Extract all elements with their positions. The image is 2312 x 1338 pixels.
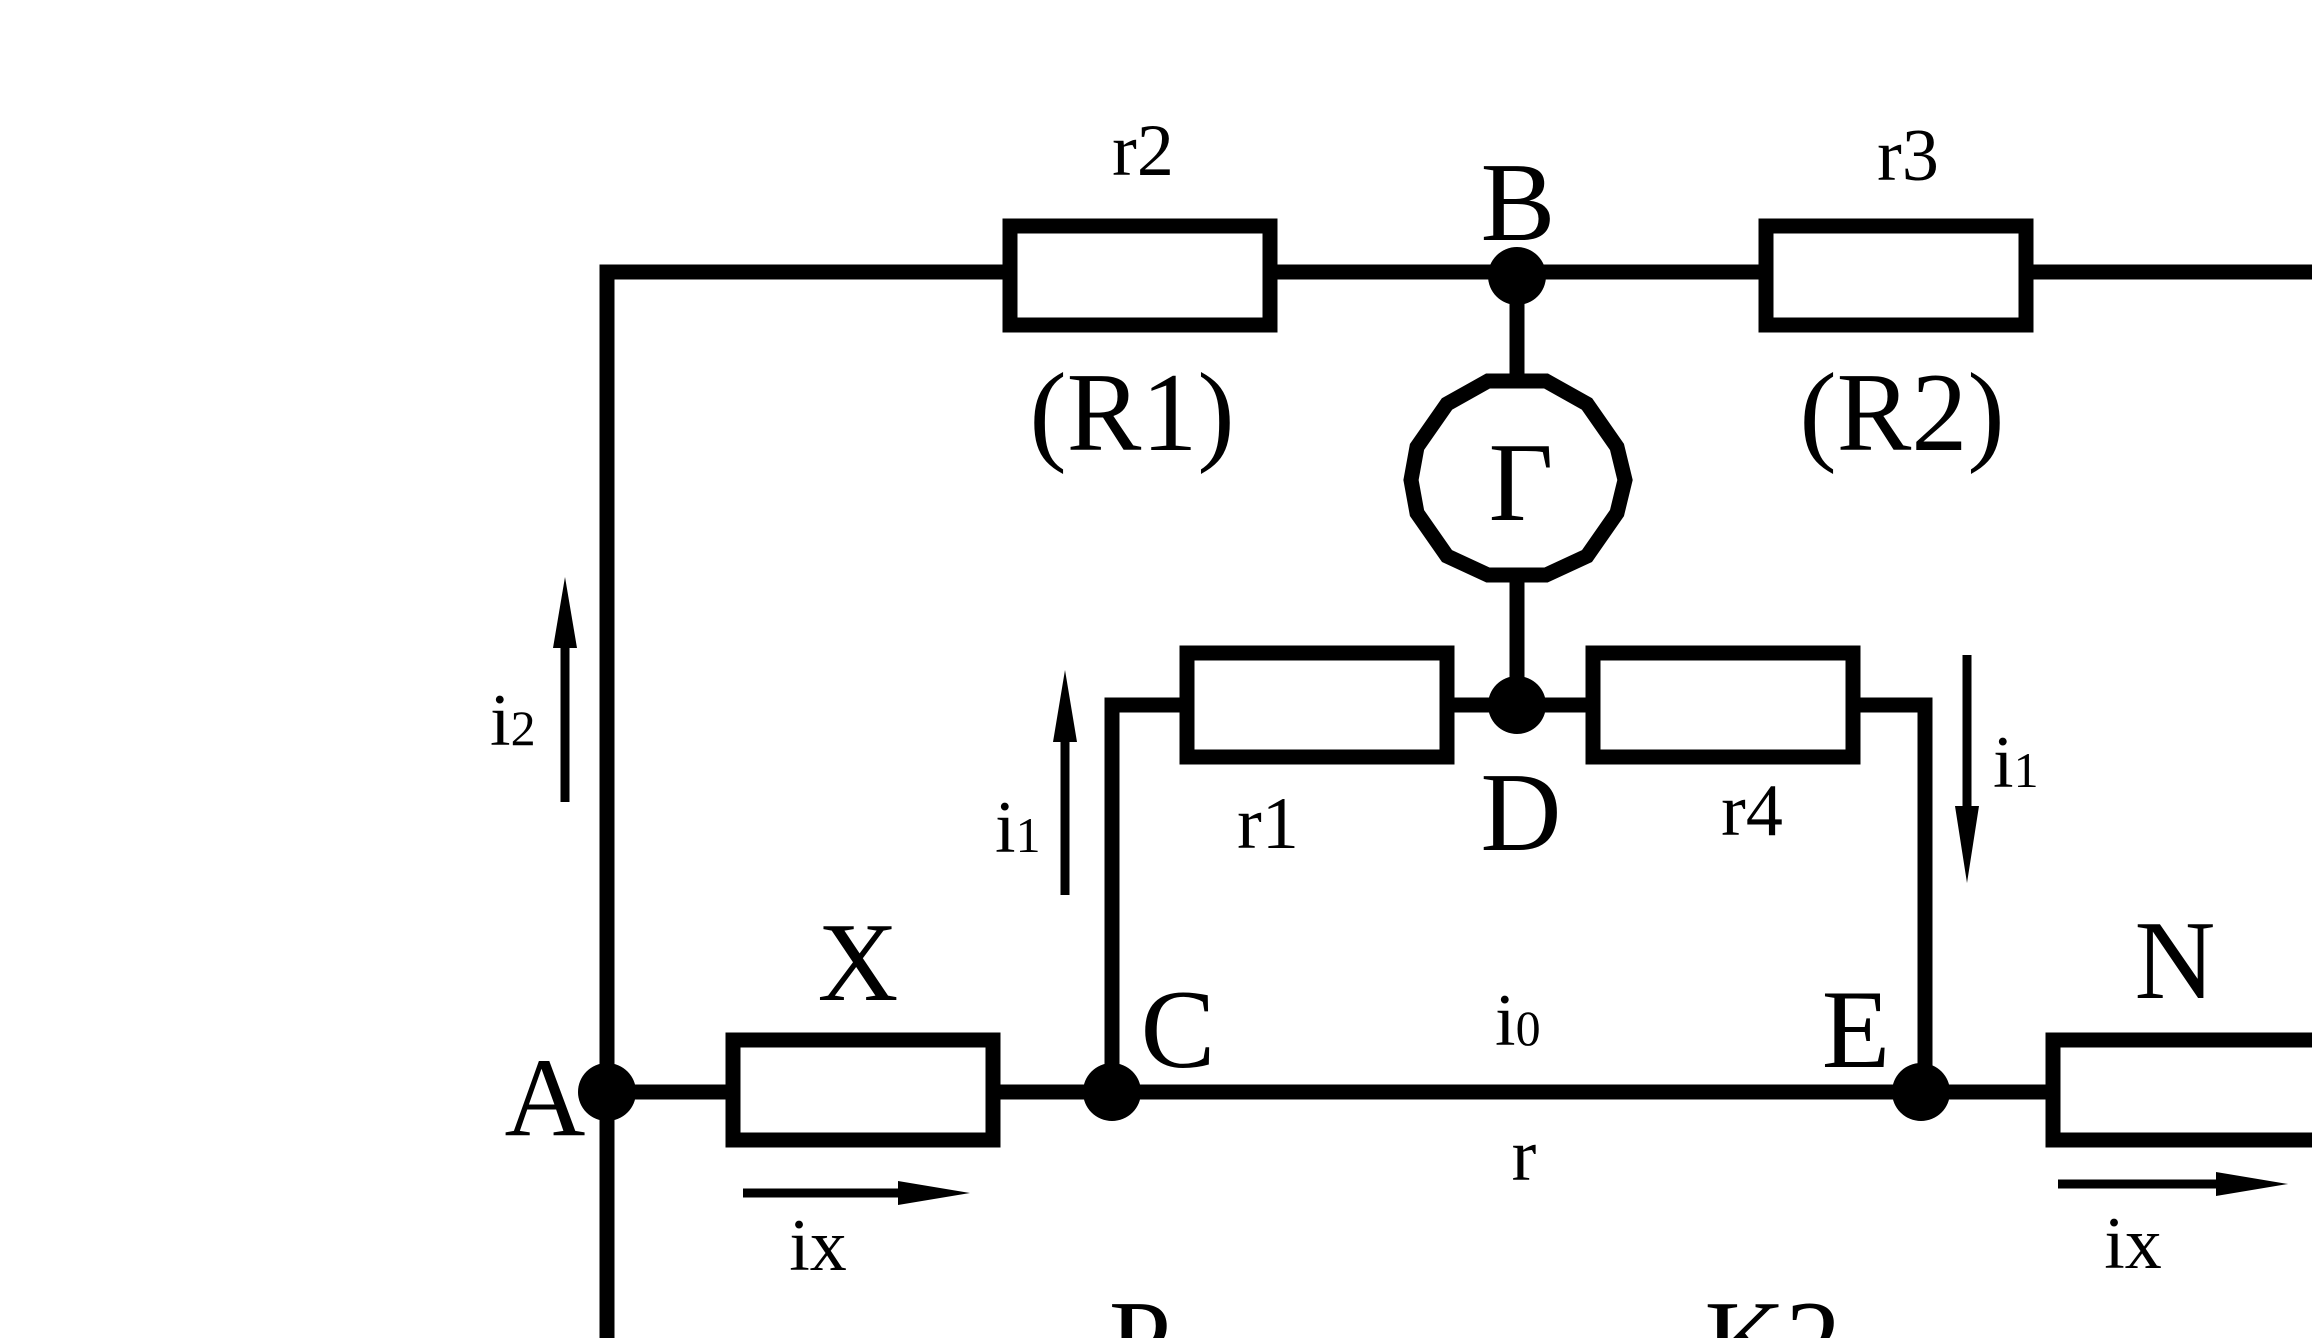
resistors — [725, 218, 2312, 1148]
label-node-c: C — [1141, 968, 1216, 1092]
label-i0: i0 — [1495, 980, 1541, 1062]
label-r: r — [1512, 1115, 1537, 1197]
current-labels: i2 i1 i1 i0 ix ix — [490, 680, 2162, 1287]
node-b-dot — [1488, 247, 1546, 305]
arrow-i2-up-icon — [553, 577, 577, 802]
label-n: N — [2135, 899, 2216, 1023]
resistor-r1 — [1179, 645, 1455, 765]
arrow-i1-left-up-icon — [1053, 670, 1077, 895]
label-r3: r3 — [1877, 115, 1939, 197]
current-arrows — [553, 577, 2288, 1205]
label-k2: K2 — [1705, 1279, 1842, 1338]
label-node-d: D — [1481, 751, 1562, 875]
resistor-r3 — [1758, 218, 2034, 333]
node-a-dot — [578, 1063, 636, 1121]
label-x: X — [818, 901, 899, 1025]
label-node-b: B — [1481, 141, 1556, 265]
label-r1-paren: (R1) — [1029, 351, 1234, 475]
label-node-e: E — [1822, 968, 1890, 1092]
label-p: P — [1109, 1279, 1171, 1338]
galvanometer-symbol — [1403, 373, 1633, 583]
label-r1: r1 — [1237, 783, 1299, 865]
label-i1-right: i1 — [1993, 722, 2039, 804]
label-node-a: A — [505, 1036, 586, 1160]
resistor-r2 — [1002, 218, 1278, 333]
label-i2: i2 — [490, 680, 536, 762]
galvanometer: Г — [1403, 373, 1633, 583]
label-ix-right: ix — [2104, 1203, 2162, 1285]
arrow-ix-right-right-icon — [2058, 1172, 2288, 1196]
nodes — [578, 247, 1950, 1121]
label-ix-left: ix — [789, 1205, 847, 1287]
label-r4: r4 — [1721, 770, 1783, 852]
galvanometer-label: Г — [1489, 421, 1554, 545]
label-i1-left: i1 — [995, 787, 1041, 869]
resistor-n — [2045, 1032, 2312, 1148]
labels: r2 r3 (R1) (R2) B r1 r4 D X A C E N r P … — [505, 110, 2216, 1338]
resistor-r4 — [1585, 645, 1861, 765]
label-r2-paren: (R2) — [1799, 351, 2004, 475]
arrow-ix-left-right-icon — [743, 1181, 970, 1205]
label-r2: r2 — [1112, 110, 1174, 192]
node-c-dot — [1083, 1063, 1141, 1121]
resistor-x — [725, 1032, 1001, 1148]
node-d-dot — [1488, 676, 1546, 734]
arrow-i1-right-down-icon — [1955, 655, 1979, 883]
node-e-dot — [1892, 1063, 1950, 1121]
